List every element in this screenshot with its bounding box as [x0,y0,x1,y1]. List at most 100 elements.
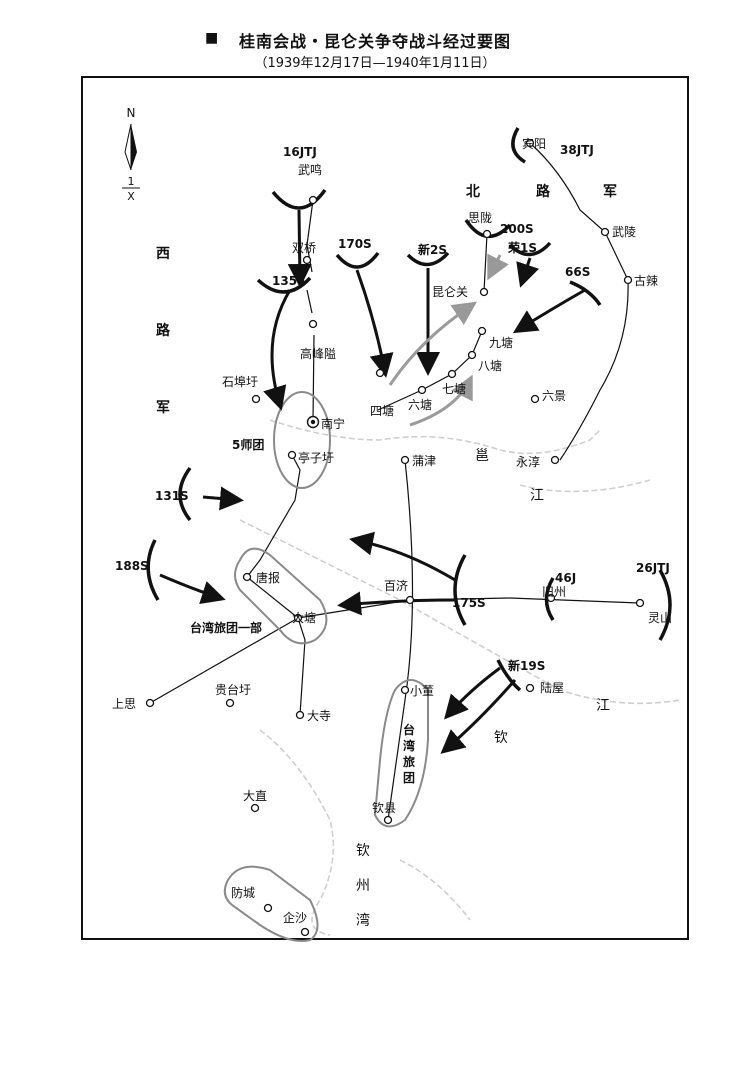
label-liujing: 六景 [542,389,566,403]
route-shuangqiao-gaofeng [306,289,313,314]
marker-nanning [306,415,320,429]
qinjiang-1: 钦 [494,730,508,746]
unit-26jtj: 26JTJ [636,561,670,575]
label-xiaodong: 小董 [410,684,434,698]
label-qisha: 企沙 [283,910,307,925]
unit-labels: 16JTJ 38JTJ 170S 新2S 200S 荣1S 135S 66S 5… [115,143,670,673]
label-kunlunguan: 昆仑关 [432,285,468,299]
label-gaofengai: 高峰隘 [300,346,336,361]
marker-sitang [375,368,385,378]
arrow-66s [512,288,586,334]
label-lingshan: 灵山 [648,611,672,625]
marker-wuling [600,227,610,237]
west-army-1: 西 [156,246,170,262]
arrow-xin19s-1 [444,666,501,720]
scale-ratio-top: 1 [128,175,135,188]
qinjiang-2: 江 [596,698,610,714]
yongjiang-1: 邕 [475,448,489,464]
label-guitaixu: 贵台圩 [215,682,251,697]
marker-qitang [447,369,457,379]
unit-135s: 135S [272,274,306,288]
qinxian-oval [373,679,429,828]
marker-shuangqiao [302,255,312,265]
label-jiutang: 九塘 [489,335,513,350]
nanning-oval [273,391,331,489]
bracket-66s [569,280,602,307]
marker-baiji [405,595,415,605]
label-jiuzhou: 旧州 [542,585,566,599]
route-wuming-shuangqiao [306,199,314,273]
label-liutang: 六塘 [408,397,432,412]
map-title: ■ 桂南会战・昆仑关争夺战斗经过要图 [0,28,750,52]
label-shuangqiao: 双桥 [292,241,316,255]
label-baiji: 百济 [384,578,408,593]
fangcheng-oval [223,865,319,942]
unit-200s: 200S [500,222,534,236]
marker-shibuxu [251,394,261,404]
yongjiang-2: 江 [530,488,544,504]
marker-silong [482,229,492,239]
marker-batang [467,350,477,360]
marker-gaofengai [308,319,318,329]
title-marker: ■ [205,30,220,46]
coast-west [259,729,335,936]
label-batang: 八塘 [478,358,502,373]
marker-qisha [300,927,310,937]
label-wuling: 武陵 [612,225,636,239]
marker-qinxian [383,815,393,825]
label-qinxian: 钦县 [372,801,396,815]
bracket-xin2s [406,251,450,267]
unit-170s: 170S [338,237,372,251]
route-kunlun-silong [483,233,488,293]
title-text: 桂南会战・昆仑关争夺战斗经过要图 [238,32,511,51]
marker-jiuzhou [546,593,556,603]
bracket-rong1s [508,241,552,257]
compass-north: N [127,106,136,120]
marker-lingshan [635,598,645,608]
qinzhouwan-3: 湾 [356,912,370,929]
unit-rong1s: 荣1S [507,240,537,255]
counter-arrows [388,253,509,427]
marker-fangcheng [263,903,273,913]
unit-16jtj: 16JTJ [283,145,317,159]
marker-gula [623,275,633,285]
arrow-16jtj [287,209,312,288]
gray-arrow-2 [409,374,473,427]
bracket-16jtj [271,188,327,210]
scale-ratio-bottom: X [127,190,135,203]
arrow-rong1s [516,257,540,288]
label-shangsi: 上思 [112,697,136,711]
marker-yongchun [550,455,560,465]
marker-kunlunguan [479,287,489,297]
unit-175s: 175S [452,596,486,610]
attack-arrows [159,209,586,754]
route-binyang-yongchun [529,142,629,461]
routes [149,142,641,821]
marker-binyang [525,138,535,148]
tangbao-oval [234,547,328,645]
yongjiang-river [269,419,601,455]
route-datang-shangsi [149,617,299,704]
river-east [519,479,651,493]
north-army-1: 北 [466,184,480,200]
north-army-2: 路 [536,183,551,200]
rivers [239,419,681,936]
label-silong: 思陇 [468,210,492,225]
unit-xin19s: 新19S [508,658,545,673]
label-dasi: 大寺 [307,709,331,723]
bracket-175s [453,554,467,626]
taiwan-brigade-1: 台 [403,722,415,737]
taiwan-brigade-3: 旅 [403,754,415,769]
taiwan-brigade-2: 湾 [403,738,415,753]
label-shibuxu: 石埠圩 [222,375,258,389]
bracket-xin19s [496,659,522,692]
label-gula: 古辣 [634,273,658,288]
label-tingzixu: 亭子圩 [298,450,334,465]
label-sitang: 四塘 [370,403,394,418]
marker-jiutang [477,326,487,336]
marker-dazhi [250,803,260,813]
qinzhouwan-2: 州 [356,878,370,894]
arrow-xin19s-2 [440,679,517,754]
map-subtitle: （1939年12月17日—1940年1月11日） [254,56,496,71]
label-tangbao: 唐报 [256,570,280,585]
